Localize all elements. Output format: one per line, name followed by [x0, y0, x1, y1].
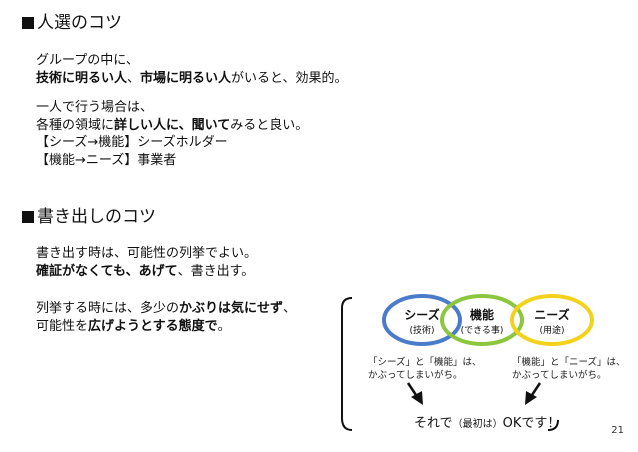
plain-text: 列挙する時には、多少の	[36, 301, 180, 316]
plain-text: 、	[283, 301, 297, 316]
emphasis-text: 広げようとする態度で	[88, 318, 218, 334]
square-bullet-icon	[22, 211, 34, 223]
needs-sublabel: (用途)	[539, 326, 565, 336]
arrow-down-left-icon	[406, 382, 423, 405]
function-label: 機能	[469, 308, 494, 322]
arrow-down-right-icon	[525, 382, 542, 405]
emphasis-text: 技術に明るい人	[36, 70, 128, 86]
text-line: グループの中に、	[36, 53, 139, 68]
text-line: 一人で行う場合は、	[36, 100, 154, 115]
needs-label: ニーズ	[534, 308, 570, 322]
plain-text: 各種の領域に	[36, 117, 115, 133]
square-bullet-icon	[22, 17, 34, 29]
plain-text: 可能性を	[36, 318, 89, 334]
writing-paragraph-2: 列挙する時には、多少のかぶりは気にせず、 可能性を広げようとする態度で。	[36, 300, 296, 335]
text-line: 列挙する時には、多少のかぶりは気にせず、	[36, 300, 296, 318]
function-sublabel: (できる事)	[460, 326, 504, 336]
emphasis-text: かぶりは気にせず	[179, 301, 284, 316]
text-line: 各種の領域に詳しい人に、聞いてみると良い。	[36, 117, 308, 135]
text-line: 書き出す時は、可能性の列挙でよい。	[36, 246, 258, 261]
plain-text: 。	[217, 318, 231, 334]
plain-text: がいると、効果的。	[231, 70, 348, 86]
emphasis-text: 確証がなくても、あげて	[36, 263, 178, 279]
selection-paragraph-group: グループの中に、 技術に明るい人、市場に明るい人がいると、効果的。	[36, 52, 348, 87]
text-line: 【シーズ→機能】シーズホルダー	[36, 135, 228, 150]
text-line: 【機能→ニーズ】事業者	[36, 152, 177, 168]
seeds-sublabel: (技術)	[409, 326, 435, 336]
text-line: 確証がなくても、あげて、書き出す。	[36, 263, 257, 281]
section-heading-writing: 書き出しのコツ	[22, 206, 156, 228]
emphasis-text: 詳しい人に、聞いて	[114, 117, 231, 133]
left-bracket	[341, 297, 353, 431]
right-bracket	[547, 419, 559, 431]
text-line: 技術に明るい人、市場に明るい人がいると、効果的。	[36, 70, 348, 88]
seeds-label: シーズ	[404, 308, 440, 322]
selection-paragraph-solo: 一人で行う場合は、 各種の領域に詳しい人に、聞いてみると良い。 【シーズ→機能】…	[36, 99, 308, 169]
overlap-note-left: 「シーズ」と「機能」は、 かぶってしまいがち。	[368, 357, 482, 381]
seeds-circle	[382, 294, 462, 346]
text-line: 可能性を広げようとする態度で。	[36, 318, 296, 336]
overlap-note-right: 「機能」と「ニーズ」は、 かぶってしまいがち。	[512, 357, 626, 381]
plain-text: 、	[127, 70, 141, 86]
section-heading-selection: 人選のコツ	[22, 12, 122, 34]
function-circle	[440, 294, 524, 346]
conclusion-text: それで（最初は）OKです！	[414, 416, 561, 431]
needs-circle	[510, 294, 594, 346]
plain-text: みると良い。	[230, 117, 309, 133]
plain-text: 、書き出す。	[177, 263, 255, 279]
writing-paragraph-1: 書き出す時は、可能性の列挙でよい。 確証がなくても、あげて、書き出す。	[36, 245, 257, 280]
emphasis-text: 市場に明るい人	[140, 70, 232, 86]
page-number: 21	[611, 425, 624, 436]
